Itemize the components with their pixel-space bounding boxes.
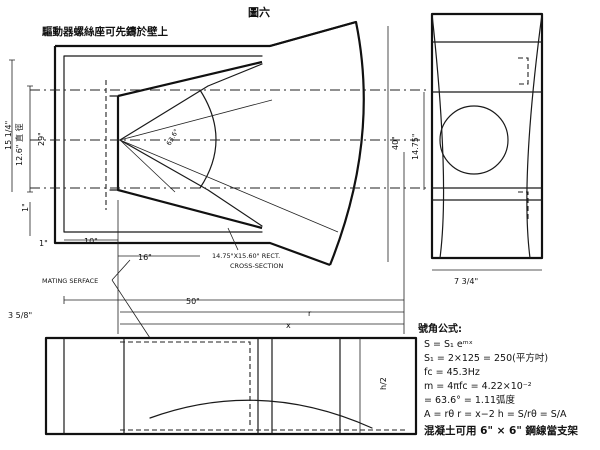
- dim-1-inch-b: 1": [39, 239, 48, 248]
- elevation-verticals-a: [63, 337, 125, 435]
- elevation-verticals-b: [257, 337, 341, 435]
- dim-h-2: h/2: [379, 377, 388, 390]
- rect-section-label: 14.75"X15.60" RECT.: [212, 252, 280, 260]
- section-leader: [227, 227, 239, 251]
- elevation-curve: [149, 399, 373, 429]
- angle-label: 63.6°: [165, 128, 181, 147]
- plan-centerlines: [30, 89, 430, 189]
- side-elevation: h/2 3 5/8": [8, 311, 418, 436]
- dim-15-line: [9, 59, 15, 192]
- formula-line-4: m = 4πfc = 4.22×10⁻²: [424, 381, 532, 392]
- mating-surface-label: MATING SERFACE: [42, 277, 98, 285]
- plan-bottom-dimensions: 10" 16" 50" r x: [63, 152, 405, 334]
- cross-section-label: CROSS-SECTION: [230, 262, 284, 270]
- formula-line-5: = 63.6° = 1.11弧度: [424, 394, 516, 406]
- left-dimensions: 15 1/4" 12.6" 直 徑 29" 1" 1": [4, 59, 48, 248]
- dim-10: 10": [84, 237, 98, 246]
- formula-heading: 號角公式:: [418, 322, 462, 335]
- end-horizontals: [431, 41, 543, 201]
- end-outer: [430, 12, 544, 260]
- elevation-dashed: [120, 341, 406, 431]
- dim-3-5: 3 5/8": [8, 311, 32, 320]
- dim-29-line: [27, 85, 33, 193]
- end-inner-box: [431, 91, 543, 189]
- dim-50: 50": [186, 297, 200, 306]
- formula-line-3: fᴄ = 45.3Hz: [424, 367, 480, 378]
- plan-wave-arc: [199, 89, 217, 189]
- plan-flare-walls: [116, 60, 263, 230]
- end-flare-curves: [431, 13, 543, 259]
- extension-lines: [117, 152, 405, 334]
- dim-50-line: [63, 296, 404, 304]
- formula-line-6: A = rθ r = x−2 h = S/rθ = S/A: [424, 409, 567, 420]
- top-note: 驅動器螺絲座可先鑄於壁上: [42, 25, 168, 38]
- dim-14-75: 14.75": [411, 133, 420, 160]
- dim-7-3-4: 7 3/4": [454, 277, 478, 286]
- plan-throat: [109, 95, 119, 191]
- bottom-note: 混凝土可用 6" × 6" 鋼線當支架: [424, 424, 578, 437]
- dim-40: 40": [391, 136, 400, 150]
- end-view: 14.75" 7 3/4": [411, 12, 544, 286]
- formula-line-2: S₁ = 2×125 = 250(平方吋): [424, 352, 548, 364]
- plan-outer-outline: [53, 20, 357, 267]
- plan-horn-v: [119, 63, 263, 227]
- dim-29: 29": [37, 132, 46, 146]
- elevation-outer: [44, 336, 418, 436]
- dim-diameter: 12.6" 直 徑: [14, 123, 24, 166]
- dim-16: 16": [138, 253, 152, 262]
- figure-title: 圖六: [248, 5, 270, 19]
- plan-radial-lines: [119, 99, 339, 233]
- plan-mouth-arc: [269, 20, 365, 266]
- end-dashed-seats: [518, 57, 529, 222]
- driver-circle: [439, 105, 509, 175]
- dim-1-inch-a: 1": [21, 203, 30, 212]
- dim-x: x: [286, 321, 291, 330]
- mating-leaders: [111, 259, 151, 339]
- plan-inner-outline: [63, 55, 263, 233]
- formula-line-1: S = S₁ eᵐˣ: [424, 339, 473, 350]
- formula-block: 號角公式: S = S₁ eᵐˣ S₁ = 2×125 = 250(平方吋) f…: [418, 322, 578, 437]
- dim-15-1-4: 15 1/4": [4, 121, 13, 150]
- plan-view: [30, 20, 430, 267]
- dim-r: r: [308, 309, 312, 318]
